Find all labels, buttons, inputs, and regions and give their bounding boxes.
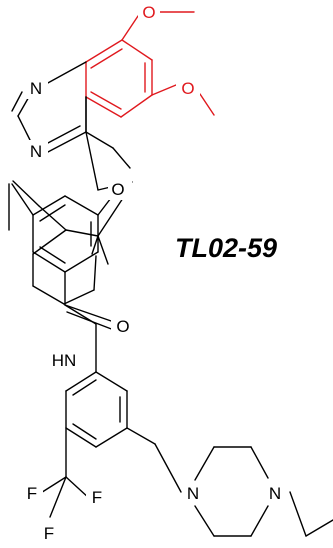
- quinazoline-pyrimidine-ring: [11, 61, 87, 154]
- quinazoline-benzo-ring: [85, 11, 215, 118]
- atom-f2: F: [92, 488, 102, 507]
- aniline-ring: [65, 371, 128, 448]
- atom-n-piperazine-4: N: [269, 484, 281, 503]
- atom-nh-amide: HN: [52, 351, 77, 370]
- ethylpiperazine-ring: [194, 446, 333, 537]
- trifluoromethyl-group: [35, 427, 91, 518]
- methylbenzoyl-ring: [11, 183, 115, 306]
- amide-backbone: [85, 96, 133, 191]
- atom-o-methoxy-6: O: [181, 79, 194, 98]
- atom-o-methoxy-7: O: [142, 3, 155, 22]
- benzyl-linker: [126, 427, 182, 493]
- atom-f3: F: [44, 524, 54, 543]
- atom-labels: O O N N O O HN N N F F F: [21, 1, 288, 544]
- atom-o-carbonyl: O: [116, 317, 129, 336]
- atom-n-piperazine-1: N: [187, 484, 199, 503]
- amide-group: [64, 304, 115, 373]
- toluene-ring: [8, 180, 109, 305]
- compound-name: TL02-59: [175, 233, 277, 263]
- atom-n3: N: [30, 142, 42, 161]
- atom-n1: N: [30, 79, 42, 98]
- atom-o-ether: O: [111, 180, 124, 199]
- atom-f1: F: [27, 484, 37, 503]
